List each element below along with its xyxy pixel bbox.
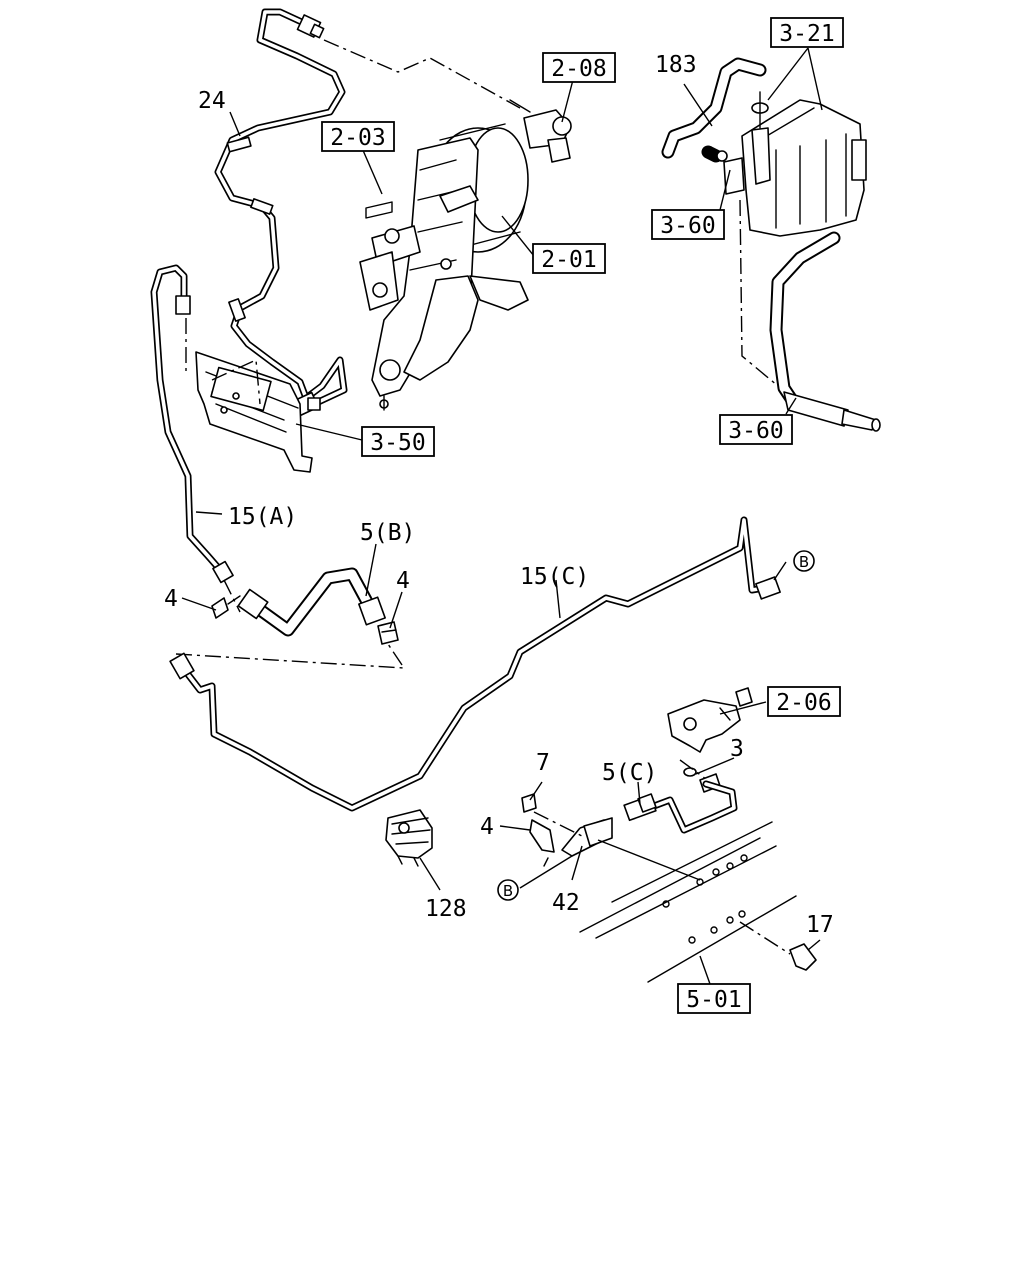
callout-4c: 4 [480, 814, 494, 840]
marker-b-upper: B [799, 553, 809, 571]
box-3-60-upper: 3-60 [660, 213, 715, 239]
connection-markers: B B [497, 550, 815, 901]
callout-15c: 15(C) [520, 564, 589, 590]
leader-lines [181, 47, 823, 985]
box-3-60-lower: 3-60 [728, 418, 783, 444]
bracket-3-50 [185, 318, 313, 473]
callout-4b: 4 [396, 568, 410, 594]
callout-5b: 5(B) [360, 520, 415, 546]
callout-183: 183 [655, 52, 697, 78]
box-2-08: 2-08 [551, 56, 606, 82]
phantom-line-1 [323, 39, 521, 109]
callouts: 24 183 15(A) 5(B) 4 4 15(C) 7 5(C) 3 4 4… [164, 52, 834, 938]
master-cylinder-assembly [359, 99, 572, 411]
callout-15a: 15(A) [228, 504, 297, 530]
box-2-06: 2-06 [776, 690, 831, 716]
callout-3: 3 [730, 736, 744, 762]
callout-4a: 4 [164, 586, 178, 612]
bracket-42 [521, 793, 613, 867]
box-2-03: 2-03 [330, 125, 385, 151]
callout-24: 24 [198, 88, 226, 114]
hose-5b [211, 567, 399, 645]
marker-b-lower: B [503, 882, 513, 900]
pipe-24 [214, 8, 348, 417]
callout-7: 7 [536, 750, 550, 776]
box-3-21: 3-21 [779, 21, 834, 47]
callout-128: 128 [425, 896, 467, 922]
box-3-50: 3-50 [370, 430, 425, 456]
pipe-15c [169, 516, 781, 812]
reservoir-hose [769, 231, 881, 432]
hose-5c [623, 780, 738, 834]
reservoir-tank [661, 57, 867, 387]
reference-boxes: 2-08 2-03 2-01 3-21 3-60 3-50 3-60 2-06 … [321, 17, 844, 1014]
frame-rail [579, 821, 817, 983]
callout-17: 17 [806, 912, 834, 938]
box-5-01: 5-01 [686, 987, 741, 1013]
box-2-01: 2-01 [541, 247, 596, 273]
phantom-line-2 [175, 643, 406, 669]
callout-42: 42 [552, 890, 580, 916]
valve-128 [385, 809, 433, 867]
callout-5c: 5(C) [602, 760, 657, 786]
pipe-15a [150, 264, 241, 613]
